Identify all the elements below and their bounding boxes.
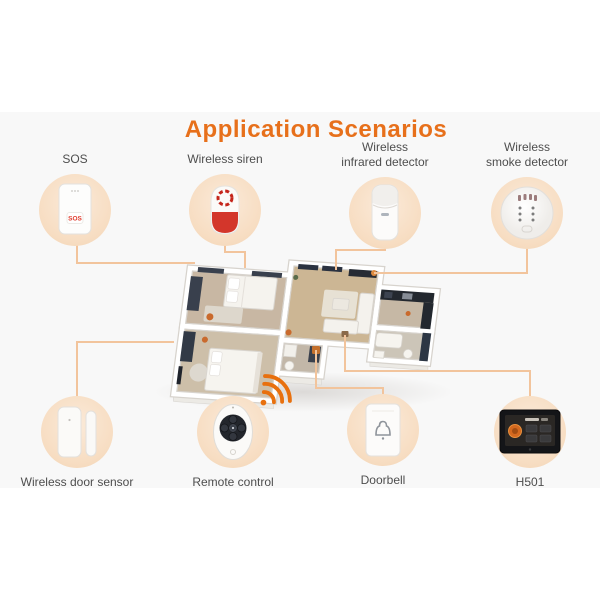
device-circle: [491, 177, 563, 249]
device-label: Doorbell: [360, 473, 406, 487]
remote-control-device: [213, 404, 253, 460]
device-group-door-sensor: Wireless door sensor: [17, 396, 137, 490]
doorbell-device: [365, 403, 401, 457]
siren-dashed-ring: [216, 189, 234, 207]
h501-alarm-panel-device: [499, 409, 561, 454]
smoke-detector-vents: [518, 194, 537, 201]
device-label: H501: [515, 475, 545, 489]
device-circle: [41, 396, 113, 468]
device-circle: [349, 177, 421, 249]
device-group-remote-control: Remote control: [171, 396, 295, 490]
device-group-sos: SOS SOS: [15, 152, 135, 246]
wall-panel-marker: [341, 331, 349, 337]
wall-doorbell-marker: [312, 346, 320, 354]
device-label: Wireless infrared detector: [341, 140, 429, 169]
device-circle: [494, 396, 566, 468]
device-label: Remote control: [192, 475, 274, 489]
device-group-infrared-detector: Wireless infrared detector: [318, 140, 452, 249]
device-circle: [347, 394, 419, 466]
wall-sensor-marker: [371, 270, 377, 276]
device-label: SOS: [62, 152, 88, 166]
device-group-smoke-detector: Wireless smoke detector: [460, 140, 594, 249]
device-circle: [189, 174, 261, 246]
device-circle: SOS: [39, 174, 111, 246]
smoke-detector-device: [500, 186, 554, 240]
device-group-h501-panel: H501: [468, 396, 592, 490]
page-title: Application Scenarios: [184, 116, 448, 143]
device-group-siren: Wireless siren: [160, 152, 290, 246]
device-circle: [197, 396, 269, 468]
sos-button-device: SOS: [58, 183, 92, 235]
door-sensor-device: [57, 406, 97, 458]
device-label: Wireless door sensor: [20, 475, 134, 489]
device-label: Wireless siren: [187, 152, 263, 166]
sos-button-text: SOS: [68, 216, 82, 223]
device-group-doorbell: Doorbell: [321, 394, 445, 488]
device-label: Wireless smoke detector: [485, 140, 569, 169]
infrared-detector-device: [371, 184, 399, 241]
siren-device: [210, 185, 240, 235]
wifi-waves-icon: [260, 374, 292, 406]
